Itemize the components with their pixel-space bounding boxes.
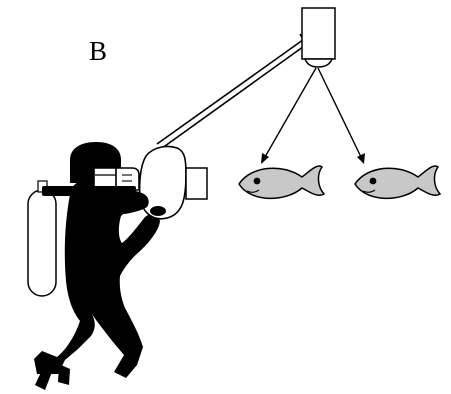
- panel-label: B: [89, 36, 108, 66]
- regulator-hose: [42, 186, 136, 196]
- air-tank: [27, 180, 57, 297]
- fish: [238, 165, 326, 200]
- fish: [354, 165, 442, 200]
- underwater-camera-housing: [115, 145, 208, 220]
- strobe-arm: [156, 33, 309, 152]
- light-ray-arrow: [261, 67, 317, 164]
- light-ray-arrow: [317, 67, 365, 164]
- strobe-light: [301, 7, 336, 68]
